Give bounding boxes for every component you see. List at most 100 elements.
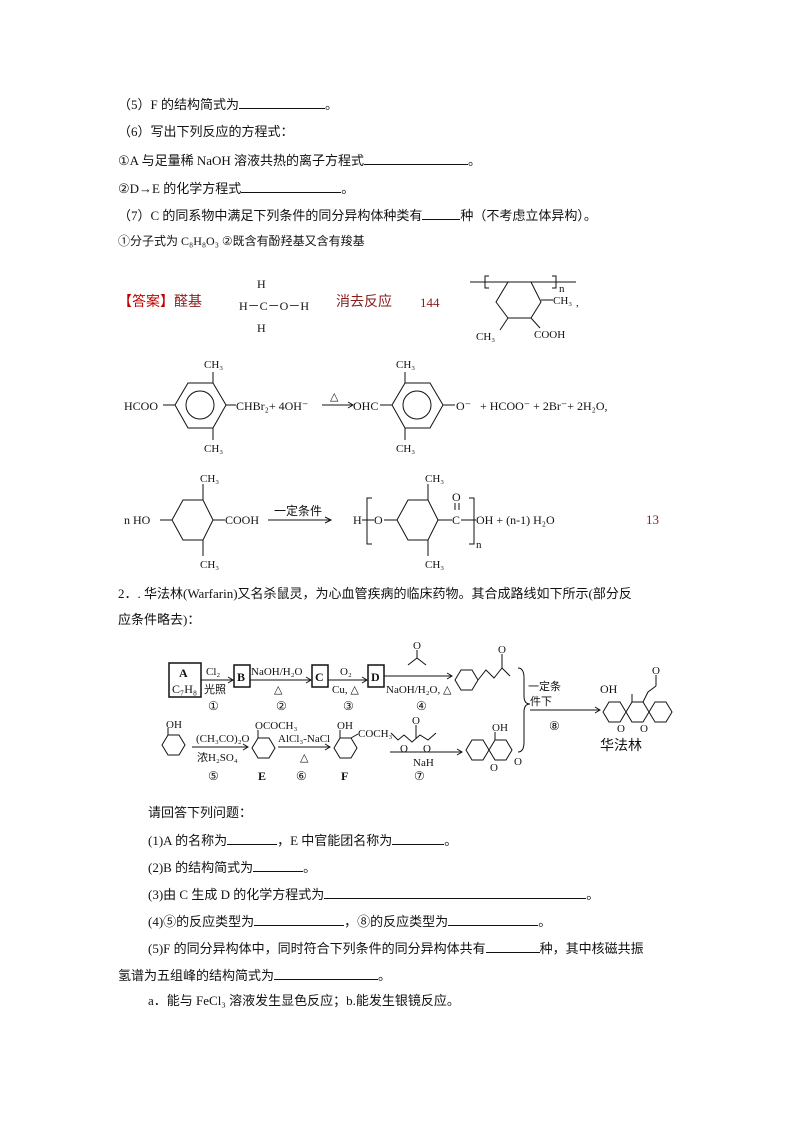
question-text: 。 <box>303 860 317 875</box>
answer-blank <box>254 913 345 926</box>
subscript-n: n <box>559 283 565 295</box>
answer-blank <box>422 207 461 220</box>
formula-text: H <box>353 513 362 527</box>
question-text: ，⑧的反应类型为 <box>344 914 449 929</box>
reagent-label: Cl₂ <box>206 666 220 678</box>
question-text: 。 <box>378 968 392 983</box>
question-2-4: (4)⑤的反应类型为，⑧的反应类型为。 <box>148 913 551 930</box>
question-2-5: (5)F 的同分异构体中，同时符合下列条件的同分异构体共有种，其中核磁共振 <box>148 940 644 957</box>
question-2-3: (3)由 C 生成 D 的化学方程式为。 <box>148 886 599 903</box>
methyl-label: CH₃ <box>204 359 223 371</box>
equation-2: n HO CH₃ CH₃ COOH 一定条件 H O CH₃ CH₃ C O n… <box>124 473 555 571</box>
compound-e-label: E <box>258 769 266 783</box>
atom-label: OCOCH₃ <box>255 720 298 732</box>
answer-blank <box>485 940 540 953</box>
condition-label: 件下 <box>530 695 552 708</box>
condition-label: △ <box>330 391 339 403</box>
atom-label: COCH₃ <box>358 728 393 740</box>
answer-1: 醛基 <box>174 295 202 310</box>
question-2-2: (2)B 的结构简式为 。 <box>148 859 316 876</box>
atom-label: O <box>514 756 522 768</box>
methyl-label: CH₃ <box>553 295 572 307</box>
answer-blank <box>238 96 325 109</box>
atom-label: OH <box>600 682 618 696</box>
question-text: （5）F 的结构简式为 <box>118 97 239 112</box>
question-5: （5）F 的结构简式为 。 <box>118 96 338 113</box>
atom-label: O <box>652 665 660 677</box>
atom-label: OH <box>337 720 353 732</box>
step-number: ④ <box>416 699 427 713</box>
answer-4: 144 <box>420 295 440 310</box>
synthesis-scheme: A C₇H₈ Cl₂ 光照 ① B NaOH/H₂O △ ② C O₂ Cu, … <box>161 640 673 783</box>
formula-text: OHC <box>353 399 378 413</box>
condition-label: Cu, △ <box>332 684 359 696</box>
formula-text: OH + (n-1) H₂O <box>476 513 555 527</box>
condition-label: 浓H₂SO₄ <box>197 751 238 764</box>
methyl-label: CH₃ <box>204 443 223 455</box>
question-text: (3)由 C 生成 D 的化学方程式为 <box>148 887 325 902</box>
question-text: 种（不考虑立体异构）。 <box>460 208 597 223</box>
compound-b: B <box>237 670 245 684</box>
question-text: ①A 与足量稀 NaOH 溶液共热的离子方程式 <box>118 153 365 168</box>
formula-text: CHBr₂+ 4OH⁻ <box>236 399 308 413</box>
atom-label: H <box>257 321 266 335</box>
answer-blank <box>324 886 587 899</box>
problem-2-intro-1: 2．. 华法林(Warfarin)又名杀鼠灵，为心血管疾病的临床药物。其合成路线… <box>118 586 632 601</box>
reagent-label: O₂ <box>340 666 352 678</box>
question-6-1: ①A 与足量稀 NaOH 溶液共热的离子方程式。 <box>118 152 481 169</box>
methyl-label: CH₃ <box>200 559 219 571</box>
compound-a-formula: C₇H₈ <box>172 682 197 696</box>
formula-text: C <box>452 513 460 527</box>
atom-label: O <box>400 743 408 755</box>
answer-blank <box>448 913 539 926</box>
condition-label: 一定条件 <box>274 503 322 518</box>
atom-label: O <box>423 743 431 755</box>
condition-label: △ <box>274 684 283 696</box>
condition-label: 光照 <box>204 682 226 696</box>
equation-1: HCOO CH₃ CH₃ CHBr₂+ 4OH⁻ △ OHC CH₃ CH₃ O… <box>124 359 608 455</box>
methyl-label: CH₃ <box>425 473 444 485</box>
step-number: ⑤ <box>208 769 219 783</box>
question-text: 氢谱为五组峰的结构简式为 <box>118 968 275 983</box>
subscript-n: n <box>476 539 482 551</box>
formula-text: O <box>374 513 383 527</box>
answer-blank <box>241 180 342 193</box>
methyl-label: CH₃ <box>396 359 415 371</box>
question-text: 。 <box>324 97 338 112</box>
step-number: ⑧ <box>549 719 560 733</box>
question-2-1: (1)A 的名称为 ，E 中官能团名称为 。 <box>148 832 457 849</box>
atom-label: H <box>257 277 266 291</box>
formula-text: HCOO <box>124 399 158 413</box>
step-number: ⑦ <box>414 769 425 783</box>
answer-label: 【答案】 <box>118 295 174 310</box>
formula-text: O⁻ <box>456 399 471 413</box>
question-text: 。 <box>341 181 355 196</box>
carboxyl-label: COOH <box>534 329 565 341</box>
compound-a: A <box>179 666 188 680</box>
reagent-label: NaH <box>413 757 434 769</box>
reagent-label: AlCl₃-NaCl <box>278 733 330 745</box>
question-7: （7）C 的同系物中满足下列条件的同分异构体种类有 种（不考虑立体异构）。 <box>118 207 597 224</box>
question-text: (1)A 的名称为 <box>148 833 228 848</box>
formula-text: O <box>452 490 461 504</box>
step-number: ⑥ <box>296 769 307 783</box>
step-number: ③ <box>343 699 354 713</box>
question-text: 。 <box>444 833 458 848</box>
question-text: （7）C 的同系物中满足下列条件的同分异构体种类有 <box>118 208 423 223</box>
question-text: ，E 中官能团名称为 <box>277 833 393 848</box>
problem-2-intro-2: 应条件略去)： <box>118 612 201 627</box>
methanol-structure: H H－C－O－H H <box>239 277 309 335</box>
compound-c: C <box>315 670 324 684</box>
methyl-label: CH₃ <box>476 331 495 343</box>
question-text: 。 <box>538 914 552 929</box>
question-2-5-line2: 氢谱为五组峰的结构简式为 。 <box>118 967 391 984</box>
answer-line: 【答案】醛基 <box>118 295 202 311</box>
compound-f-label: F <box>341 769 348 783</box>
polymer-structure: n CH₃ , CH₃ COOH <box>470 275 579 343</box>
atom-label: O <box>413 640 421 652</box>
question-text: (2)B 的结构简式为 <box>148 860 254 875</box>
step-number: ① <box>208 699 219 713</box>
atom-label: O <box>412 715 420 727</box>
condition-label: 一定条 <box>528 679 561 693</box>
